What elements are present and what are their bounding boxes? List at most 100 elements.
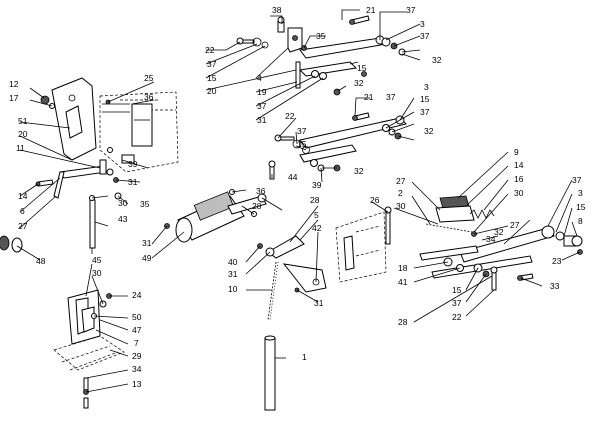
center-frame (335, 211, 387, 283)
callout-27: 27 (510, 220, 520, 230)
callout-37: 37 (297, 126, 307, 136)
callout-32: 32 (432, 55, 442, 65)
callout-36: 36 (144, 92, 154, 102)
callout-13: 13 (132, 379, 142, 389)
callout-47: 47 (132, 325, 142, 335)
callout-15: 15 (576, 202, 586, 212)
callout-34: 34 (132, 364, 142, 374)
callout-15: 15 (420, 94, 430, 104)
callout-3: 3 (420, 19, 425, 29)
callout-14: 14 (18, 191, 28, 201)
callout-51: 51 (18, 116, 28, 126)
callout-9: 9 (514, 147, 519, 157)
callout-2: 2 (398, 188, 403, 198)
callout-37: 37 (420, 31, 430, 41)
callout-31: 31 (314, 298, 324, 308)
callout-20: 20 (207, 86, 217, 96)
callout-18: 18 (398, 263, 408, 273)
callout-31: 31 (228, 269, 238, 279)
callout-30: 30 (92, 268, 102, 278)
callout-30: 30 (118, 198, 128, 208)
callout-28: 28 (310, 195, 320, 205)
callout-12: 12 (9, 79, 19, 89)
callout-20: 20 (18, 129, 28, 139)
callout-31: 31 (257, 115, 267, 125)
callout-15: 15 (297, 139, 307, 149)
upper-link-assembly (236, 15, 406, 96)
callout-27: 27 (18, 221, 28, 231)
callout-7: 7 (134, 338, 139, 348)
callout-3: 3 (578, 188, 583, 198)
callout-34: 34 (486, 234, 496, 244)
callout-32: 32 (494, 227, 504, 237)
callout-25: 25 (144, 73, 154, 83)
callout-37: 37 (452, 298, 462, 308)
callout-32: 32 (354, 166, 364, 176)
callout-6: 6 (20, 206, 25, 216)
callout-22: 22 (285, 111, 295, 121)
callout-30: 30 (396, 201, 406, 211)
callout-labels: 38 21 37 3 22 35 37 37 15 15 32 4 20 19 … (9, 5, 586, 389)
callout-4: 4 (257, 73, 262, 83)
callout-32: 32 (424, 126, 434, 136)
callout-21: 21 (364, 92, 374, 102)
left-frame (99, 91, 179, 173)
callout-28: 28 (398, 317, 408, 327)
leader-lines (16, 9, 581, 393)
callout-3: 3 (424, 82, 429, 92)
callout-50: 50 (132, 312, 142, 322)
callout-37: 37 (257, 101, 267, 111)
callout-1: 1 (302, 352, 307, 362)
callout-35: 35 (140, 199, 150, 209)
callout-22: 22 (205, 45, 215, 55)
callout-49: 49 (142, 253, 152, 263)
callout-38: 38 (272, 5, 282, 15)
callout-33: 33 (550, 281, 560, 291)
callout-5: 5 (314, 210, 319, 220)
callout-24: 24 (132, 290, 142, 300)
lower-bracket-assembly (53, 289, 125, 409)
callout-26: 26 (370, 195, 380, 205)
callout-23: 23 (552, 256, 562, 266)
callout-37: 37 (386, 92, 396, 102)
callout-43: 43 (118, 214, 128, 224)
right-pedal-assembly (384, 195, 583, 291)
callout-28: 28 (252, 201, 262, 211)
callout-37: 37 (420, 107, 430, 117)
middle-link-assembly (268, 112, 407, 180)
callout-37: 37 (406, 5, 416, 15)
callout-44: 44 (288, 172, 298, 182)
callout-31: 31 (142, 238, 152, 248)
center-bracket (257, 235, 327, 411)
chain (267, 261, 279, 321)
callout-37: 37 (207, 59, 217, 69)
callout-10: 10 (228, 284, 238, 294)
callout-21: 21 (366, 5, 376, 15)
callout-8: 8 (578, 216, 583, 226)
callout-39: 39 (312, 180, 322, 190)
callout-14: 14 (514, 160, 524, 170)
callout-48: 48 (36, 256, 46, 266)
callout-17: 17 (9, 93, 19, 103)
callout-16: 16 (514, 174, 524, 184)
callout-40: 40 (228, 257, 238, 267)
callout-35: 35 (316, 31, 326, 41)
callout-41: 41 (398, 277, 408, 287)
callout-22: 22 (452, 312, 462, 322)
callout-32: 32 (354, 78, 364, 88)
callout-42: 42 (312, 223, 322, 233)
callout-11: 11 (16, 143, 25, 153)
callout-19: 19 (257, 87, 267, 97)
callout-36: 36 (256, 186, 266, 196)
callout-29: 29 (132, 351, 142, 361)
motor-actuator (164, 189, 267, 243)
callout-39: 39 (128, 159, 138, 169)
callout-37: 37 (572, 175, 582, 185)
callout-30: 30 (514, 188, 524, 198)
callout-15: 15 (452, 285, 462, 295)
callout-15: 15 (357, 63, 367, 73)
callout-31: 31 (128, 177, 138, 187)
callout-45: 45 (92, 255, 102, 265)
